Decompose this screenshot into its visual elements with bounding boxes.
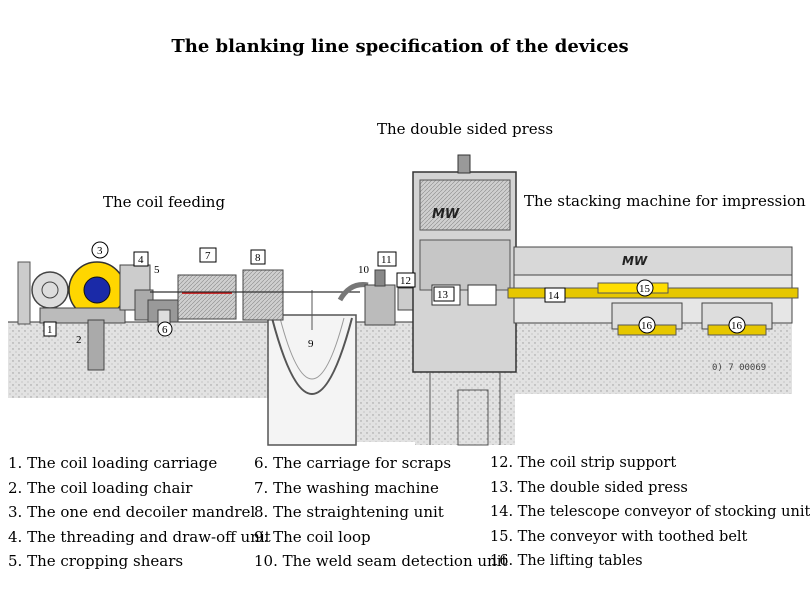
label-coil-feeding: The coil feeding [103, 193, 226, 211]
legend-item: 14. The telescope conveyor of stocking u… [490, 504, 810, 520]
label-double-sided-press: The double sided press [377, 120, 554, 138]
callout-4: 4 [138, 254, 144, 266]
blanking-line-drawing: MW MW 0) 7 00069 3 1 2 4 5 6 7 8 9 10 11… [8, 154, 799, 446]
drawing-code: 0) 7 00069 [712, 363, 766, 373]
callout-2: 2 [76, 334, 82, 346]
legend-item: 16. The lifting tables [490, 553, 643, 569]
callout-16-right: 16 [731, 320, 743, 332]
legend-item: 5. The cropping shears [8, 552, 184, 570]
washing-and-straightening [150, 269, 360, 321]
callout-15: 15 [639, 283, 651, 295]
weld-seam-detection-and-strip-support [337, 269, 417, 326]
legend-item: 1. The coil loading carriage [8, 454, 218, 472]
coil-feeding-equipment [17, 261, 179, 371]
legend-column-2: 6. The carriage for scraps 7. The washin… [254, 451, 508, 574]
legend-item: 10. The weld seam detection unit [254, 552, 508, 570]
legend-item: 7. The washing machine [254, 478, 439, 497]
coil-loop-pit [267, 290, 357, 446]
legend-item: 2. The coil loading chair [8, 478, 193, 497]
callout-1: 1 [47, 324, 53, 336]
double-sided-press [412, 154, 517, 446]
callout-12: 12 [400, 275, 411, 287]
callout-6: 6 [162, 324, 168, 336]
callout-8: 8 [255, 252, 261, 264]
callout-13: 13 [437, 289, 449, 301]
callout-10: 10 [358, 264, 370, 276]
stacker-logo: MW [622, 254, 648, 268]
diagram-title: The blanking line specification of the d… [171, 36, 629, 57]
legend-item: 6. The carriage for scraps [254, 454, 452, 472]
legend-column-3: 12. The coil strip support 13. The doubl… [490, 451, 810, 574]
label-stacking-machine: The stacking machine for impression [524, 192, 806, 210]
legend-column-1: 1. The coil loading carriage 2. The coil… [8, 451, 271, 574]
legend-item: 9. The coil loop [254, 527, 371, 546]
legend-item: 4. The threading and draw-off unit [8, 527, 271, 546]
callout-9: 9 [308, 338, 314, 350]
stacking-machine [507, 246, 799, 336]
foundation-ground [8, 321, 792, 445]
callout-14: 14 [548, 290, 560, 302]
press-logo: MW [432, 207, 460, 222]
legend-item: 3. The one end decoiler mandrel [8, 503, 256, 521]
callout-11: 11 [381, 254, 392, 266]
callout-3: 3 [97, 245, 103, 257]
legend-item: 13. The double sided press [490, 479, 688, 496]
legend-item: 8. The straightening unit [254, 503, 444, 521]
callout-7: 7 [205, 250, 211, 262]
callout-5: 5 [154, 264, 160, 276]
callout-16-left: 16 [641, 320, 653, 332]
legend-item: 15. The conveyor with toothed belt [490, 528, 748, 545]
legend-item: 12. The coil strip support [490, 455, 677, 471]
